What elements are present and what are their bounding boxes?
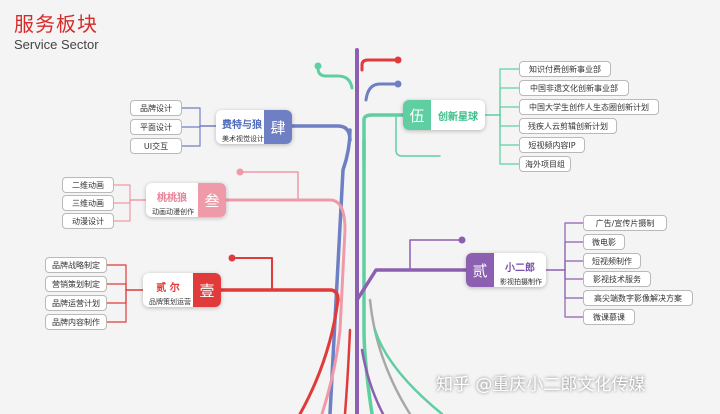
page-title: 服务板块 (14, 12, 98, 36)
trunk-green-fan (373, 328, 444, 414)
top-red-dot (394, 56, 402, 64)
leaf-er-5: 微课慕课 (583, 309, 635, 325)
leaf-link-wu-0 (499, 68, 520, 116)
branch-name-si: 费特与狼 (222, 120, 262, 131)
leaf-yi-0: 品牌战略制定 (45, 257, 107, 273)
leaf-si-0: 品牌设计 (130, 100, 182, 116)
trunk-pink (320, 228, 347, 414)
page-subtitle: Service Sector (14, 37, 99, 52)
leaf-wu-5: 海外项目组 (519, 156, 571, 172)
leaf-er-1: 微电影 (583, 234, 625, 250)
trunk-green-right (362, 138, 374, 414)
leaf-si-2: UI交互 (130, 138, 182, 154)
leaf-san-1: 三维动画 (62, 195, 114, 211)
badge-yi: 壹 (193, 273, 221, 307)
leaf-san-0: 二维动画 (62, 177, 114, 193)
leaf-link-er-4 (564, 269, 584, 299)
leaf-link-yi-0 (106, 264, 127, 291)
leaf-link-si-2 (181, 125, 201, 147)
badge-er: 贰 (466, 253, 494, 287)
leaf-er-0: 广告/宣传片摄制 (583, 215, 667, 231)
leaf-wu-2: 中国大学生创作人生态圈创新计划 (519, 99, 659, 115)
leaf-link-wu-3 (499, 114, 520, 127)
branch-er-deco (409, 239, 463, 271)
leaf-link-yi-3 (106, 289, 127, 323)
branch-name-er: 小二郎 (505, 263, 535, 274)
branch-name-yi: 贰 尔 (156, 283, 180, 294)
leaf-wu-4: 短视频内容IP (519, 137, 585, 153)
leaf-yi-3: 品牌内容制作 (45, 314, 107, 330)
leaf-link-si-1 (181, 125, 201, 128)
leaf-link-er-1 (564, 241, 584, 271)
leaf-er-4: 高尖端数字影像解决方案 (583, 290, 693, 306)
leaf-link-er-3 (564, 269, 584, 280)
branch-san-deco (239, 171, 299, 201)
badge-san: 叁 (198, 183, 226, 217)
top-blue-hook (364, 82, 400, 102)
branch-er-dot (458, 236, 466, 244)
leaf-link-er-2 (564, 260, 584, 271)
leaf-link-wu-1 (499, 87, 520, 116)
branch-yi-line (219, 288, 340, 302)
leaf-link-yi-1 (106, 283, 127, 291)
leaf-link-san-1 (113, 199, 131, 204)
top-green-hook (316, 66, 354, 90)
branch-name-wu: 创新星球 (438, 112, 478, 123)
leaf-er-3: 影视技术服务 (583, 271, 651, 287)
branch-yi-dot (228, 254, 236, 262)
badge-si: 肆 (264, 110, 292, 144)
leaf-yi-2: 品牌运营计划 (45, 295, 107, 311)
leaf-link-san-2 (113, 199, 131, 222)
leaf-link-er-5 (564, 269, 584, 318)
branch-san-dot (236, 168, 244, 176)
leaf-wu-3: 残疾人云剪辑创新计划 (519, 118, 617, 134)
top-green-dot (314, 62, 322, 70)
branch-wu-line (362, 113, 405, 162)
leaf-si-1: 平面设计 (130, 119, 182, 135)
leaf-er-2: 短视频制作 (583, 253, 641, 269)
branch-card-yi: 贰 尔 品牌策划运营 壹 (143, 273, 221, 307)
branch-er-line (355, 268, 468, 302)
leaf-san-2: 动漫设计 (62, 213, 114, 229)
branch-yi-deco (231, 257, 273, 291)
branch-card-san: 桃桃狼 动画动漫创作 叁 (146, 183, 226, 217)
leaf-link-yi-2 (106, 289, 127, 304)
leaf-link-san-0 (113, 184, 131, 201)
branch-sub-er: 影视拍摄制作 (500, 278, 542, 286)
leaf-link-wu-4 (499, 114, 520, 146)
leaf-wu-1: 中国非遗文化创新事业部 (519, 80, 629, 96)
branch-card-er: 小二郎 影视拍摄制作 贰 (466, 253, 546, 287)
top-blue-dot (394, 80, 402, 88)
branch-sub-yi: 品牌策划运营 (149, 298, 191, 306)
leaf-yi-1: 营销策划制定 (45, 276, 107, 292)
leaf-link-er-0 (564, 222, 584, 271)
branch-wu-deco (395, 114, 441, 157)
top-red-hook (360, 58, 400, 72)
branch-card-wu: 创新星球 伍 (403, 100, 485, 130)
branch-name-san: 桃桃狼 (157, 193, 187, 204)
branch-sub-si: 美术视觉设计 (222, 135, 264, 143)
leaf-link-si-0 (181, 107, 201, 127)
branch-san-line (224, 198, 347, 232)
trunk-red (298, 298, 340, 414)
trunk-purple-fan (360, 348, 385, 414)
branch-card-si: 费特与狼 美术视觉设计 肆 (216, 110, 292, 144)
trunk-gray (368, 298, 412, 414)
trunk-red-mid (343, 328, 352, 414)
leaf-link-wu-2 (499, 106, 520, 116)
branch-sub-san: 动画动漫创作 (152, 208, 194, 216)
leaf-wu-0: 知识付费创新事业部 (519, 61, 611, 77)
watermark: 知乎 @重庆小二郎文化传媒 (436, 375, 646, 395)
branch-si-line (290, 124, 352, 142)
badge-wu: 伍 (403, 100, 431, 130)
leaf-link-wu-5 (499, 114, 520, 165)
